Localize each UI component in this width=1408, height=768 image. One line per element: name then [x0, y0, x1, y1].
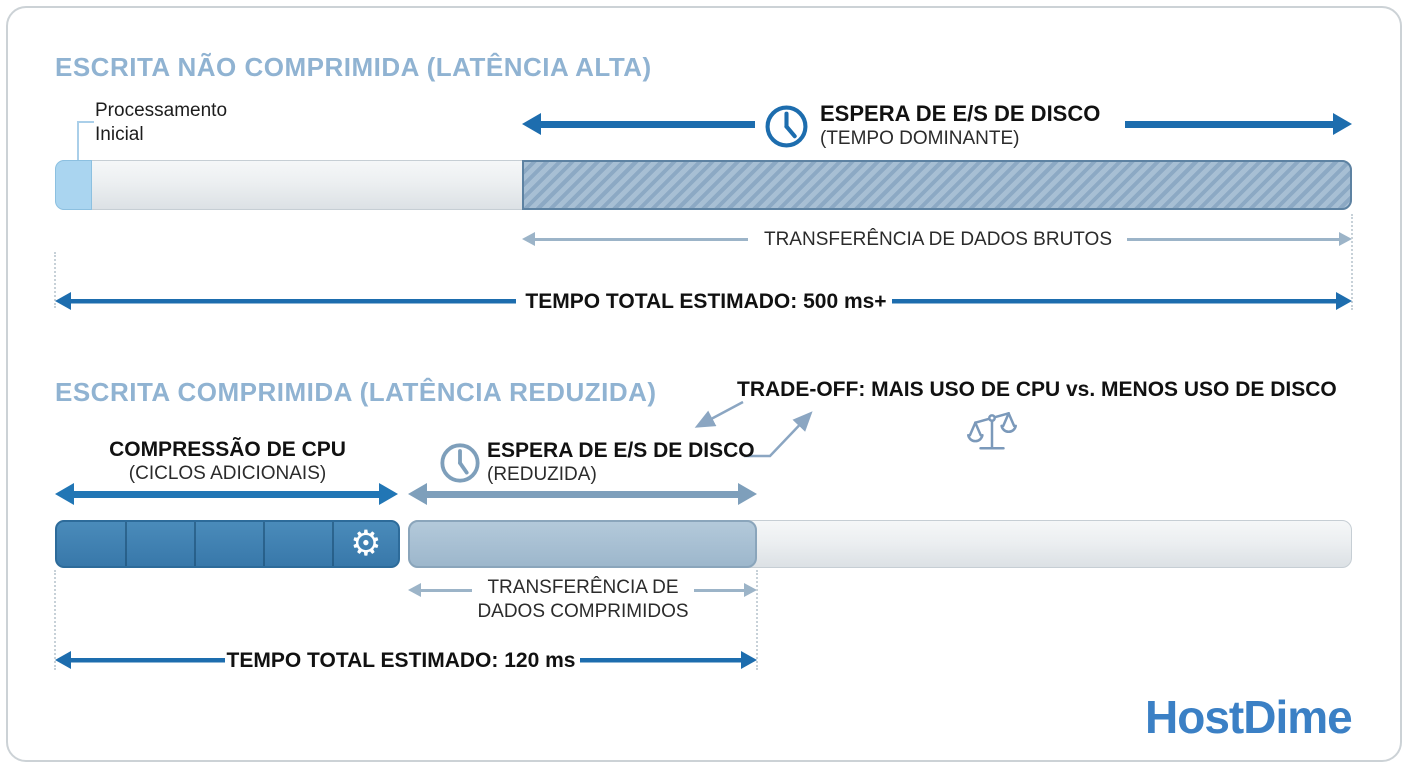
total-time-label-2: TEMPO TOTAL ESTIMADO: 120 ms [226, 649, 576, 672]
reference-line-left-2 [54, 570, 56, 670]
clock-icon [765, 105, 808, 148]
disk-wait-title: ESPERA DE E/S DE DISCO [820, 101, 1101, 126]
uncompressed-section-title: ESCRITA NÃO COMPRIMIDA (LATÊNCIA ALTA) [55, 52, 652, 82]
cpu-cycle-divider [125, 522, 127, 566]
reduced-wait-span-arrow [408, 483, 757, 505]
hostdime-logo: HostDime [1145, 691, 1353, 743]
disk-wait-subtitle: (TEMPO DOMINANTE) [820, 128, 1020, 149]
compressed-transfer-arrow-right [694, 583, 757, 597]
cpu-cycle-divider [332, 522, 334, 566]
tradeoff-pointer-arrow-right [744, 411, 813, 458]
compressed-transfer-line2: DADOS COMPRIMIDOS [477, 601, 689, 622]
total-time-arrow-left-1 [55, 292, 516, 310]
cpu-compression-title: COMPRESSÃO DE CPU [109, 438, 346, 461]
balance-scale-icon [967, 412, 1017, 450]
reduced-disk-wait-segment [408, 520, 757, 568]
reduced-disk-wait-title: ESPERA DE E/S DE DISCO [487, 439, 755, 462]
tradeoff-label: TRADE-OFF: MAIS USO DE CPU vs. MENOS USO… [737, 378, 1337, 401]
reference-line-right-1 [1351, 214, 1353, 310]
raw-transfer-label: TRANSFERÊNCIA DE DADOS BRUTOS [763, 229, 1113, 250]
tradeoff-pointer-arrow-left [694, 400, 744, 428]
gear-icon: ⚙ [350, 524, 382, 564]
compressed-section-title: ESCRITA COMPRIMIDA (LATÊNCIA REDUZIDA) [55, 377, 657, 407]
compressed-transfer-arrow-left [408, 583, 472, 597]
disk-wait-arrow-left [522, 113, 755, 135]
initial-processing-label: Processamento Inicial [95, 99, 227, 147]
compressed-transfer-line1: TRANSFERÊNCIA DE [487, 577, 679, 598]
compressed-transfer-label: TRANSFERÊNCIA DE DADOS COMPRIMIDOS [466, 576, 700, 624]
total-time-arrow-left-2 [55, 651, 225, 669]
total-time-arrow-right-2 [580, 651, 757, 669]
disk-io-wait-segment [522, 160, 1352, 210]
cpu-compression-label-group: COMPRESSÃO DE CPU (CICLOS ADICIONAIS) [55, 437, 400, 486]
cpu-compression-segment: ⚙ [55, 520, 400, 568]
total-time-label-1: TEMPO TOTAL ESTIMADO: 500 ms+ [525, 290, 887, 313]
disk-wait-label-group: ESPERA DE E/S DE DISCO (TEMPO DOMINANTE) [820, 101, 1100, 151]
initial-processing-segment [55, 160, 92, 210]
raw-transfer-arrow-right [1127, 232, 1352, 246]
cpu-cycle-divider [194, 522, 196, 566]
reference-line-left-1 [54, 252, 56, 308]
total-time-arrow-right-1 [892, 292, 1352, 310]
initial-processing-line1: Processamento [95, 100, 228, 121]
reduced-disk-wait-subtitle: (REDUZIDA) [487, 464, 597, 485]
cpu-cycle-divider [263, 522, 265, 566]
cpu-compression-subtitle: (CICLOS ADICIONAIS) [128, 463, 327, 484]
initial-processing-line2: Inicial [95, 124, 144, 145]
reference-line-right-2 [756, 570, 758, 670]
cpu-compression-span-arrow [55, 483, 398, 505]
disk-wait-arrow-right [1125, 113, 1352, 135]
reduced-disk-wait-label-group: ESPERA DE E/S DE DISCO (REDUZIDA) [487, 438, 755, 487]
raw-transfer-arrow-left [522, 232, 748, 246]
clock-icon-reduced [440, 443, 480, 483]
initial-processing-callout-line [77, 121, 94, 162]
